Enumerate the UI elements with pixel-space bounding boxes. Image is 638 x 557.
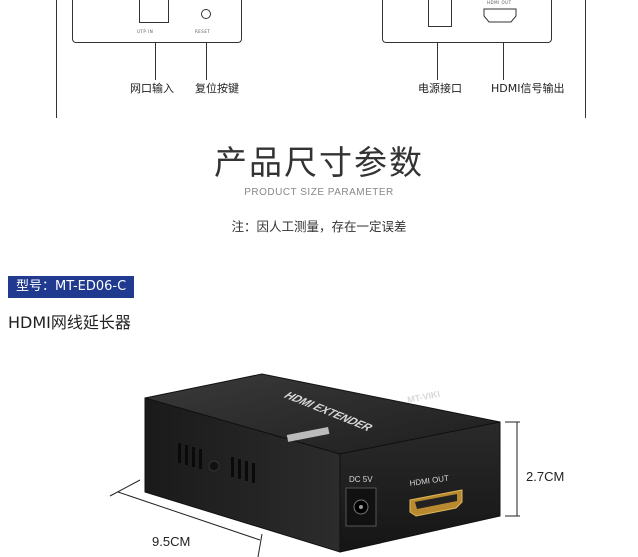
callout-line — [56, 0, 57, 118]
left-panel-diagram: UTP IN RESET — [72, 0, 242, 43]
callout-power-port: 电源接口 — [418, 82, 462, 95]
callout-line — [585, 0, 586, 118]
device-front-face — [339, 421, 501, 553]
callout-network-input: 网口输入 — [130, 82, 174, 95]
callout-line — [437, 42, 438, 80]
callout-hdmi-output: HDMI信号输出 — [491, 82, 565, 95]
side-vents — [178, 443, 255, 483]
product-name: HDMI网线延长器 — [8, 313, 131, 332]
hdmi-port-outline-icon — [483, 8, 517, 23]
measurement-note: 注：因人工测量，存在一定误差 — [231, 219, 407, 234]
section-subtitle: PRODUCT SIZE PARAMETER — [244, 187, 394, 198]
right-panel-diagram: HDMI OUT — [382, 0, 552, 43]
device-illustration: HDMI EXTENDER MT-VIKI DC 5V HDMI OUT — [109, 373, 520, 557]
model-badge: 型号：MT-ED06-C — [8, 276, 135, 298]
utp-port-outline — [139, 0, 169, 23]
hdmi-out-label: HDMI OUT — [487, 0, 512, 5]
utp-port-label: UTP IN — [137, 29, 154, 34]
power-port-outline — [428, 0, 452, 27]
side-screw — [208, 460, 220, 472]
callout-line — [155, 42, 156, 80]
reset-button-icon — [201, 9, 211, 19]
dc-port-label: DC 5V — [349, 475, 373, 484]
reset-label: RESET — [195, 29, 211, 34]
callout-reset-key: 复位按键 — [195, 82, 239, 95]
dimension-lines — [109, 421, 520, 557]
callout-line — [206, 42, 207, 80]
length-dimension: 9.5CM — [152, 534, 191, 549]
device-sticker — [286, 427, 330, 442]
callout-line — [503, 42, 504, 80]
section-title: 产品尺寸参数 — [214, 143, 424, 182]
device-brand-logo: MT-VIKI — [406, 389, 440, 405]
height-dimension: 2.7CM — [526, 469, 565, 484]
